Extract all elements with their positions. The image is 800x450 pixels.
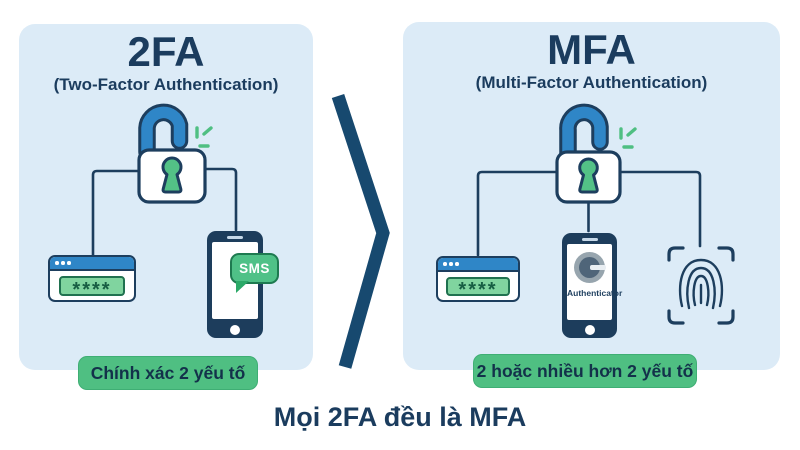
scan-brackets xyxy=(667,246,735,325)
badge-2fa: Chính xác 2 yếu tố xyxy=(78,356,258,390)
open-padlock-icon xyxy=(137,103,207,204)
password-asterisks: **** xyxy=(72,278,112,301)
browser-titlebar xyxy=(438,258,518,272)
phone-speaker xyxy=(581,237,598,241)
keyhole xyxy=(161,156,183,194)
phone-speaker xyxy=(227,235,243,239)
browser-dot xyxy=(61,261,65,265)
browser-dot xyxy=(67,261,71,265)
password-field: **** xyxy=(446,277,510,300)
authenticator-logo-icon xyxy=(574,252,606,283)
panel-mfa: MFA (Multi-Factor Authentication) xyxy=(403,22,780,388)
authenticator-logo-inner xyxy=(579,257,600,278)
phone-home-button xyxy=(230,324,240,335)
password-field: **** xyxy=(59,276,125,300)
smartphone-icon xyxy=(207,231,263,338)
panel-2fa-title: 2FA xyxy=(127,28,205,75)
fingerprint-scan-icon xyxy=(667,246,735,325)
panel-mfa-title: MFA xyxy=(547,26,636,73)
authenticator-phone-icon: Authenticator xyxy=(562,233,623,338)
sms-bubble-tail xyxy=(236,281,249,293)
panel-2fa: 2FA (Two-Factor Authentication) xyxy=(19,24,313,390)
open-padlock-icon xyxy=(555,103,622,204)
panel-2fa-subtitle: (Two-Factor Authentication) xyxy=(53,75,279,94)
sms-bubble-icon: SMS xyxy=(230,253,279,293)
sms-label: SMS xyxy=(239,261,270,276)
phone-screen: Authenticator xyxy=(567,244,623,320)
password-asterisks: **** xyxy=(458,279,498,301)
sparkle-icon xyxy=(195,126,213,148)
browser-password-icon: **** xyxy=(436,256,520,302)
browser-titlebar xyxy=(50,257,134,271)
authenticator-label: Authenticator xyxy=(567,288,623,298)
phone-home-button xyxy=(584,324,595,335)
badge-mfa: 2 hoặc nhiều hơn 2 yếu tố xyxy=(473,354,697,388)
bottom-caption: Mọi 2FA đều là MFA xyxy=(273,402,527,432)
browser-dot xyxy=(443,262,447,266)
browser-dot xyxy=(449,262,453,266)
browser-password-icon: **** xyxy=(48,255,136,302)
sparkle-icon xyxy=(619,127,637,149)
panel-mfa-subtitle: (Multi-Factor Authentication) xyxy=(475,73,708,92)
authenticator-logo-bar xyxy=(590,264,606,270)
browser-dot xyxy=(455,262,459,266)
keyhole xyxy=(578,157,599,194)
chevron-right-icon xyxy=(331,93,390,369)
browser-dot xyxy=(55,261,59,265)
fingerprint-ridges xyxy=(678,258,724,310)
